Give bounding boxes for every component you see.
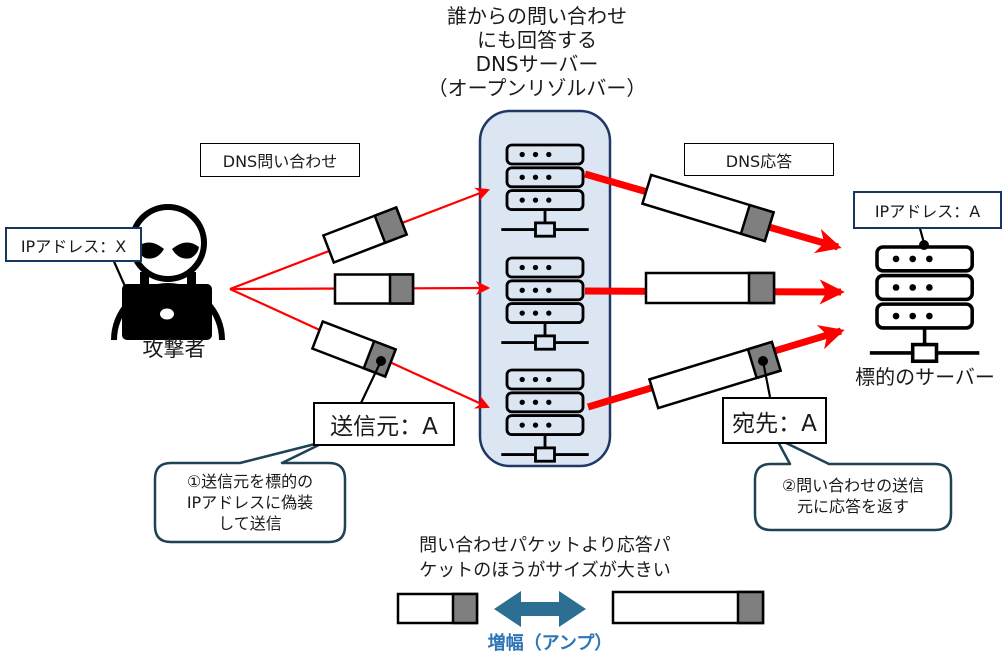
query-packet-icon-1: [322, 206, 408, 264]
title-line-3: DNSサーバー: [475, 52, 599, 76]
step1-line-1: ①送信元を標的の: [186, 471, 314, 491]
attacker-ip-callout: IPアドレス：X: [5, 227, 142, 262]
target-server-label: 標的のサーバー: [855, 364, 995, 389]
legend-caption-line-2: ケットのほうがサイズが大きい: [419, 560, 671, 581]
legend-query-packet-icon: [396, 592, 479, 625]
target-server-icon: [868, 245, 982, 364]
step2-note: ②問い合わせの送信 元に応答を返す: [755, 464, 951, 528]
title-line-1: 誰からの問い合わせ: [447, 4, 627, 28]
dns-response-label: DNS応答: [684, 143, 834, 176]
attacker-label: 攻撃者: [142, 337, 206, 361]
legend-caption-line-1: 問い合わせパケットより応答パ: [419, 535, 671, 556]
response-packet-icon-1: [641, 173, 775, 243]
title-line-4: （オープンリゾルバー）: [427, 76, 647, 100]
legend-caption: 問い合わせパケットより応答パ ケットのほうがサイズが大きい: [345, 533, 745, 583]
callout-connectors: [110, 224, 929, 404]
amplification-arrow-icon: [494, 591, 586, 627]
note2-bubble: [753, 436, 953, 532]
step2-line-2: 元に応答を返す: [796, 497, 909, 516]
query-packet-icon-3: [311, 320, 397, 378]
destination-address-box: 宛先：A: [722, 397, 827, 444]
diagram-title: 誰からの問い合わせ にも回答する DNSサーバー （オープンリゾルバー）: [382, 4, 692, 100]
dns-query-label: DNS問い合わせ: [200, 143, 360, 177]
amplification-label: 増幅（アンプ）: [487, 633, 613, 654]
query-packet-icon-2: [333, 273, 415, 305]
note1-bubble: [153, 439, 347, 544]
title-line-2: にも回答する: [477, 28, 597, 52]
legend-response-packet-icon: [611, 590, 765, 625]
response-packet-icon-2: [644, 271, 776, 305]
step2-line-1: ②問い合わせの送信: [781, 476, 925, 495]
step1-line-2: IPアドレスに偽装: [186, 492, 314, 512]
source-address-box: 送信元：A: [313, 402, 455, 446]
target-ip-callout: IPアドレス：A: [853, 191, 1002, 229]
step1-note: ①送信元を標的の IPアドレスに偽装 して送信: [155, 463, 345, 541]
step1-line-3: して送信: [218, 513, 282, 533]
